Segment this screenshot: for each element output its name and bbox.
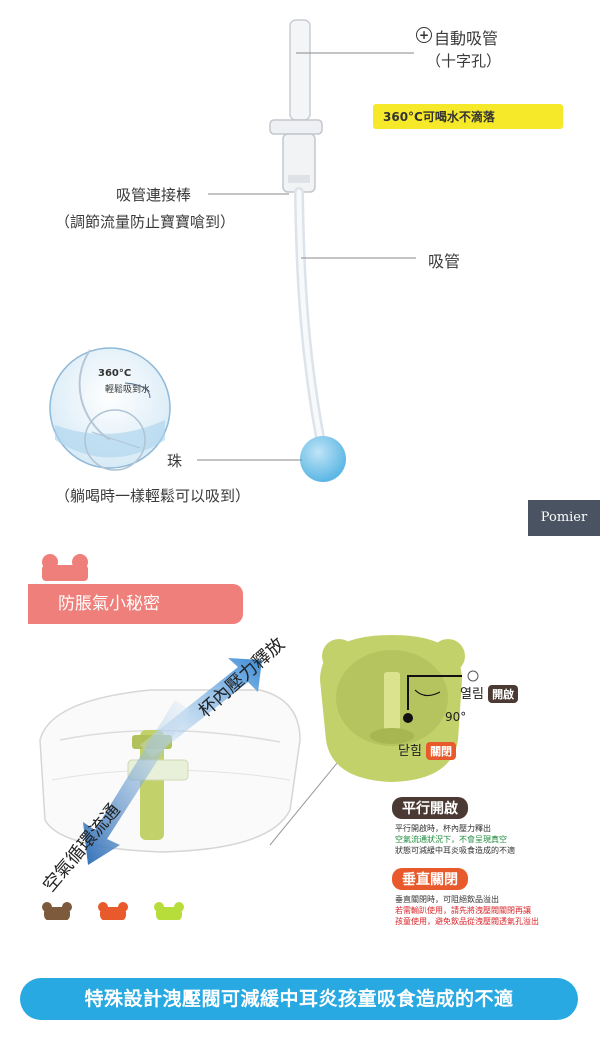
connector-title: 吸管連接棒	[116, 186, 192, 204]
anti-bloat-title: 防脹氣小秘密	[28, 584, 243, 624]
parallel-title: 平行開啟	[392, 797, 468, 819]
circle-360-label: 360°C	[98, 368, 132, 379]
open-zh-pill: 開啟	[488, 685, 519, 703]
straw-label: 吸管	[428, 252, 461, 271]
bead-label: 珠	[167, 452, 183, 470]
straw-illustration	[49, 19, 416, 482]
cross-hole-label: （十字孔）	[426, 52, 502, 70]
footer-banner: 特殊設計洩壓閥可減緩中耳炎孩童吸食造成的不適	[20, 978, 578, 1020]
cup-valve-illustration	[39, 635, 479, 920]
open-ko-label: 열림	[460, 687, 484, 702]
connector-desc: （調節流量防止寶寶嗆到）	[55, 213, 236, 231]
close-ko-label: 닫힘	[398, 744, 422, 759]
close-zh-pill: 關閉	[426, 742, 457, 760]
highlight-360-badge: 360°C可喝水不滴落	[373, 104, 563, 129]
parallel-line-1: 平行開啟時，杯內壓力釋出	[395, 824, 491, 833]
open-indicator: 열림 開啟	[460, 683, 519, 703]
vertical-line-2: 若需輸趴使用，請先將洩壓閥關閉再讓	[395, 906, 531, 915]
circle-absorb-label: 輕鬆吸到水	[105, 385, 151, 395]
vertical-line-1: 垂直關閉時，可阻絕飲品溢出	[395, 895, 499, 904]
plus-circle-icon: +	[416, 27, 432, 43]
vertical-line-3: 孩童使用，避免飲品從洩壓閥透氣孔溢出	[395, 917, 539, 926]
angle-label: 90°	[445, 710, 467, 724]
lying-desc: （躺喝時一樣輕鬆可以吸到）	[55, 487, 251, 505]
brand-logo: Pomier	[528, 500, 600, 536]
parallel-line-3: 狀態可減緩中耳炎吸食造成的不適	[395, 846, 515, 855]
auto-straw-label: 自動吸管	[434, 29, 499, 48]
parallel-line-2: 空氣流通狀況下，不會呈現真空	[395, 835, 507, 844]
vertical-title: 垂直關閉	[392, 868, 468, 890]
bear-ears-icon	[42, 554, 88, 581]
close-indicator: 닫힘 關閉	[398, 740, 457, 760]
